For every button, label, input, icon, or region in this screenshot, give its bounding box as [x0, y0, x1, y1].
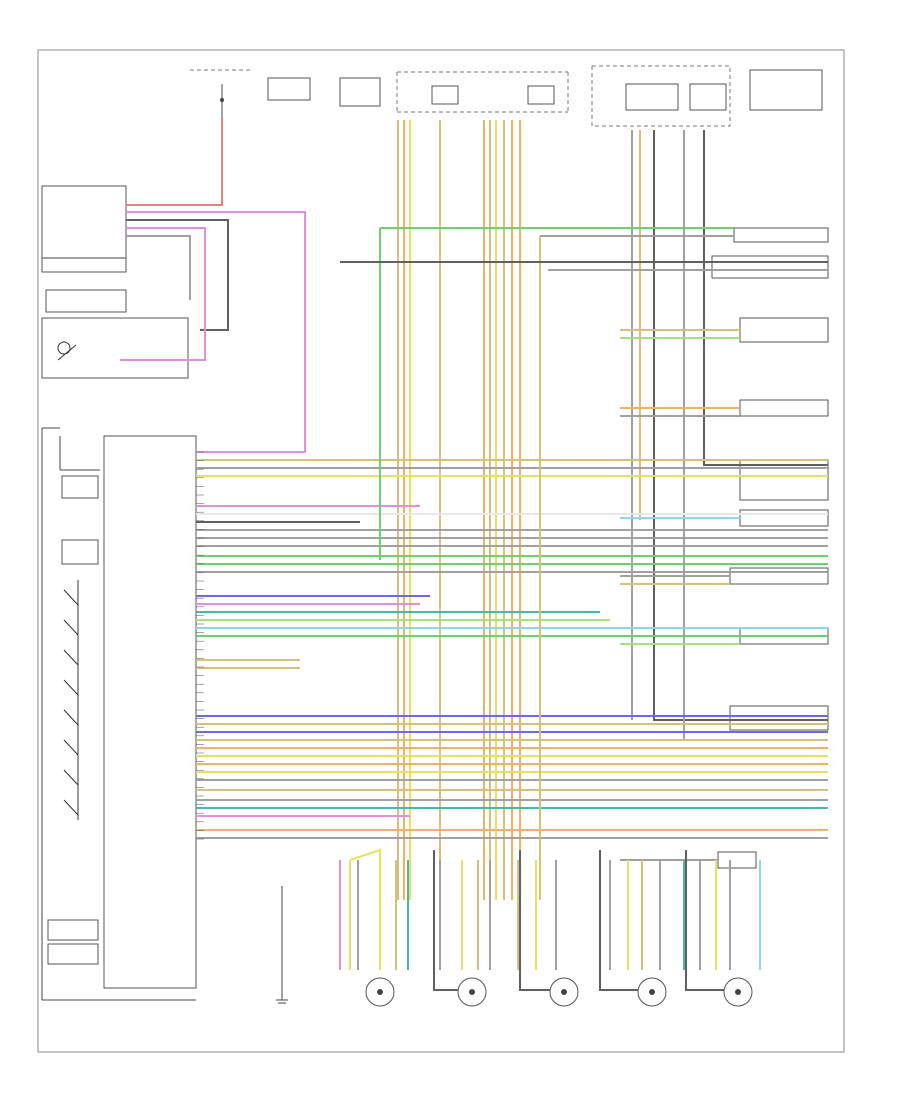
wire-0	[126, 118, 223, 206]
wire-1	[126, 211, 306, 453]
wire-97	[685, 850, 724, 991]
wire-3	[120, 227, 206, 361]
body-control-module	[41, 427, 197, 1001]
sensor-left-front	[365, 977, 395, 1007]
wire-layer	[120, 118, 828, 991]
wire-2	[126, 219, 229, 331]
wire-17	[653, 130, 828, 721]
sensor-center	[549, 977, 579, 1007]
inflatable-restraint-module	[41, 185, 189, 379]
wire-95	[519, 850, 550, 991]
fuse-block-center	[339, 71, 569, 113]
wire-4	[126, 235, 191, 300]
wire-19	[703, 130, 828, 466]
pin-layer	[196, 451, 204, 840]
wire-96	[599, 850, 638, 991]
wire-94	[433, 850, 458, 991]
seat-switch	[57, 341, 77, 361]
fuse-block-right	[591, 65, 823, 127]
diagram-frame	[37, 49, 845, 1053]
sensor-right-rear	[723, 977, 753, 1007]
wire-93	[349, 848, 381, 970]
switch-ladder	[63, 580, 79, 820]
wire-18	[683, 130, 828, 741]
ground-symbol	[276, 886, 288, 1004]
fuse-block-left	[190, 69, 311, 118]
sensor-left-rear	[637, 977, 667, 1007]
sensor-right-front	[457, 977, 487, 1007]
